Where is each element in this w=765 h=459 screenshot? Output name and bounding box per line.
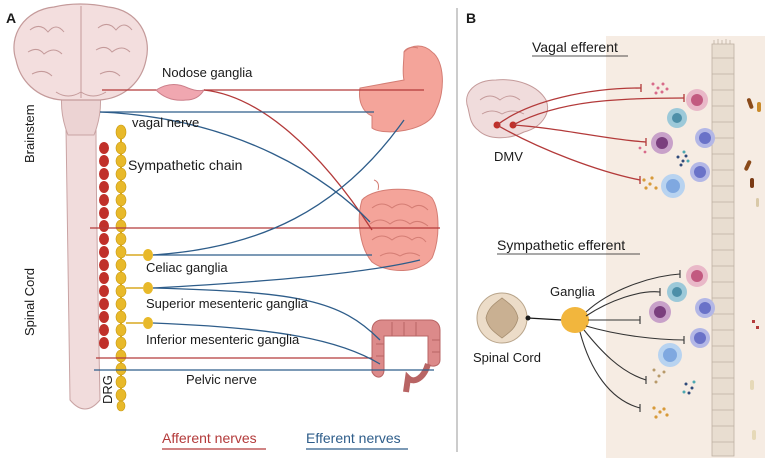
sympathetic-postganglionic-fibers bbox=[579, 273, 685, 409]
brainstem-label: Brainstem bbox=[22, 104, 37, 163]
spinal-cord-label: Spinal Cord bbox=[22, 268, 37, 336]
panel-b-label: B bbox=[466, 10, 476, 26]
superior-mesenteric-ganglia-label: Superior mesenteric ganglia bbox=[146, 296, 309, 311]
pelvic-nerve-label: Pelvic nerve bbox=[186, 372, 257, 387]
superior-mesenteric-ganglion bbox=[143, 282, 153, 294]
vagal-efferent-title: Vagal efferent bbox=[532, 39, 618, 55]
dmv-label: DMV bbox=[494, 149, 523, 164]
vagal-efferent-fibers bbox=[496, 87, 685, 181]
epithelium-column bbox=[711, 39, 735, 457]
brain-illustration bbox=[13, 3, 148, 101]
vagal-nerve-terminals bbox=[639, 84, 685, 184]
drg-column bbox=[99, 142, 109, 349]
spinal-cord-b-label: Spinal Cord bbox=[473, 350, 541, 365]
preganglionic-fiber bbox=[527, 317, 563, 321]
sympathetic-chain bbox=[115, 124, 127, 412]
sympathetic-ganglion bbox=[561, 307, 589, 333]
sympathetic-nerve-terminals bbox=[639, 270, 685, 412]
efferent-nerve-paths bbox=[94, 111, 434, 371]
inferior-mesenteric-ganglion bbox=[143, 317, 153, 329]
legend-afferent-label: Afferent nerves bbox=[162, 430, 257, 446]
sympathetic-chain-label: Sympathetic chain bbox=[128, 157, 242, 173]
spinal-cord-cross-section bbox=[476, 292, 528, 344]
vagal-nerve-label: vagal nerve bbox=[132, 115, 199, 130]
immune-cells bbox=[649, 89, 715, 367]
dmv-brainstem-illustration bbox=[466, 79, 548, 139]
brainstem-shape bbox=[61, 91, 101, 136]
celiac-ganglia-label: Celiac ganglia bbox=[146, 260, 228, 275]
secreted-granules bbox=[638, 82, 696, 419]
sympathetic-efferent-title: Sympathetic efferent bbox=[497, 237, 625, 253]
ganglia-label: Ganglia bbox=[550, 284, 596, 299]
celiac-ganglion bbox=[143, 249, 153, 261]
gut-wall-background bbox=[606, 36, 765, 458]
spinal-cord-shape bbox=[65, 127, 101, 410]
bacteria-group bbox=[744, 98, 761, 440]
legend-efferent-label: Efferent nerves bbox=[306, 430, 401, 446]
panel-a-label: A bbox=[6, 10, 16, 26]
drg-label: DRG bbox=[100, 375, 115, 404]
nodose-ganglia-label: Nodose ganglia bbox=[162, 65, 253, 80]
stomach-illustration bbox=[359, 45, 443, 133]
colon-illustration bbox=[371, 319, 441, 393]
afferent-nerve-paths bbox=[90, 89, 440, 359]
nodose-ganglion bbox=[155, 84, 206, 101]
small-intestine-illustration bbox=[358, 179, 439, 272]
inferior-mesenteric-ganglia-label: Inferior mesenteric ganglia bbox=[146, 332, 300, 347]
